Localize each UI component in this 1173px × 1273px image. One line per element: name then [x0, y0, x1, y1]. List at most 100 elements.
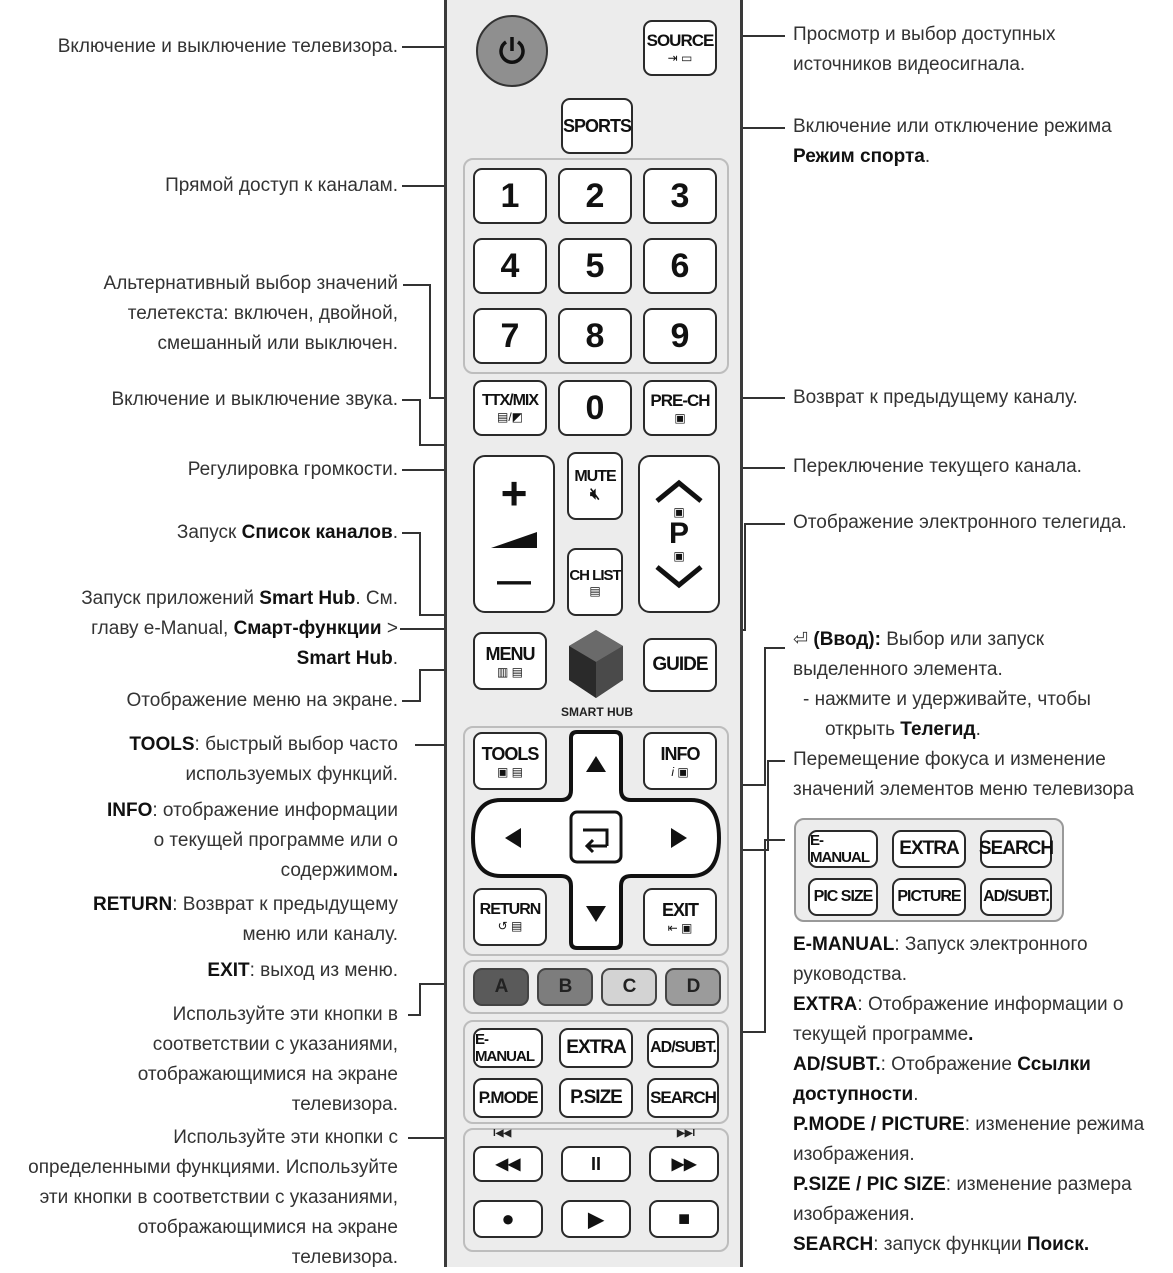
note-chlist-text: Запуск [176, 522, 242, 543]
note-enter-line: открыть Телегид. [793, 715, 1168, 745]
e-manual-button[interactable]: E-MANUAL [473, 1028, 543, 1068]
text: текущей программе [793, 1024, 969, 1045]
mute-icon: 🔇︎ [589, 486, 601, 503]
color-b-button[interactable]: B [537, 968, 593, 1006]
bold: (Ввод): [813, 629, 881, 650]
inset-e-manual-button[interactable]: E-MANUAL [808, 830, 878, 868]
color-c-button[interactable]: C [601, 968, 657, 1006]
desc-line: изображения. [793, 1144, 915, 1165]
source-icon: ⇥ ▭ [667, 51, 693, 65]
note-exit: EXIT: выход из меню. [0, 956, 398, 986]
digit-4-button[interactable]: 4 [473, 238, 547, 294]
p-size-button[interactable]: P.SIZE [559, 1078, 633, 1118]
note-return-line: меню или каналу. [242, 924, 398, 945]
bold: Поиск. [1026, 1234, 1090, 1255]
source-button[interactable]: SOURCE ⇥ ▭ [643, 20, 717, 76]
remote-control: SOURCE ⇥ ▭ SPORTS 1 2 3 4 5 6 7 8 9 TTX/… [444, 0, 743, 1267]
text: > [381, 618, 398, 639]
inset-extra-button[interactable]: EXTRA [892, 830, 966, 868]
digit-0-button[interactable]: 0 [558, 380, 632, 436]
prech-label: PRE-CH [650, 391, 710, 410]
play-button[interactable]: ▶ [561, 1200, 631, 1238]
pause-button[interactable]: II [561, 1146, 631, 1182]
color-a-button[interactable]: A [473, 968, 529, 1006]
text: : изменение режима [964, 1114, 1145, 1135]
desc-line: E-MANUAL: Запуск электронного [793, 930, 1171, 960]
channel-p-label: P [668, 517, 689, 550]
down-arrow-icon [586, 906, 606, 922]
digit-1-button[interactable]: 1 [473, 168, 547, 224]
text: главу e-Manual, [91, 618, 234, 639]
text: Выбор или запуск [880, 629, 1045, 650]
digit-9-button[interactable]: 9 [643, 308, 717, 364]
note-smarthub-line: главу e-Manual, Смарт-функции > [0, 614, 398, 644]
note-special-line: определенными функциями. Используйте [28, 1157, 398, 1178]
exit-button[interactable]: EXIT ⇤ ▣ [643, 888, 717, 946]
info-button[interactable]: INFO i ▣ [643, 732, 717, 790]
note-sports-line: Включение или отключение режима [793, 116, 1112, 137]
volume-rocker[interactable]: + — [473, 455, 555, 613]
digit-7-button[interactable]: 7 [473, 308, 547, 364]
power-icon [499, 37, 525, 64]
return-button[interactable]: RETURN ↺ ▤ [473, 888, 547, 946]
digit-6-button[interactable]: 6 [643, 238, 717, 294]
inset-pic-size-button[interactable]: PIC SIZE [808, 878, 878, 916]
note-special-line: эти кнопки в соответствии с указаниями, [39, 1187, 398, 1208]
note-tools-line: используемых функций. [185, 764, 399, 785]
ad-subt-button[interactable]: AD/SUBT. [647, 1028, 719, 1068]
note-channel: Переключение текущего канала. [793, 456, 1082, 477]
bold: Смарт-функции [233, 618, 382, 639]
bold: Телегид [900, 719, 976, 740]
p-mode-button[interactable]: P.MODE [473, 1078, 543, 1118]
digit-2-button[interactable]: 2 [558, 168, 632, 224]
ch-list-button[interactable]: CH LIST ▤ [567, 548, 623, 616]
note-ttx-line: телетекста: включен, двойной, [127, 303, 398, 324]
note-smarthub-line: Smart Hub. [0, 644, 398, 674]
power-button[interactable] [476, 15, 548, 87]
ttx-mix-button[interactable]: TTX/MIX ▤/◩ [473, 380, 547, 436]
note-smarthub-line: Запуск приложений Smart Hub. См. [0, 584, 398, 614]
left-arrow-icon [505, 828, 521, 848]
mute-button[interactable]: MUTE 🔇︎ [567, 452, 623, 520]
record-button[interactable]: ● [473, 1200, 543, 1238]
chlist-label: CH LIST [569, 566, 621, 584]
note-ttx-line: Альтернативный выбор значений [103, 273, 398, 294]
text: . [913, 1084, 919, 1105]
note-return: RETURN: Возврат к предыдущему меню или к… [0, 890, 398, 950]
search-button[interactable]: SEARCH [647, 1078, 719, 1118]
directional-pad[interactable] [471, 730, 721, 950]
extra-button[interactable]: EXTRA [559, 1028, 633, 1068]
bold: Smart Hub [296, 648, 393, 669]
note-special-line: отображающимися на экране [137, 1217, 398, 1238]
return-label: RETURN [479, 901, 542, 918]
text: открыть [825, 719, 901, 740]
guide-button[interactable]: GUIDE [643, 638, 717, 692]
info-icon: i ▣ [671, 764, 689, 779]
note-ttx-line: смешанный или выключен. [157, 333, 399, 354]
channel-back-icon: ▣ [673, 549, 685, 563]
pre-ch-button[interactable]: PRE-CH ▣ [643, 380, 717, 436]
digit-8-button[interactable]: 8 [558, 308, 632, 364]
text: : Запуск электронного [894, 934, 1088, 955]
exit-icon: ⇤ ▣ [667, 920, 693, 935]
enter-button[interactable] [569, 810, 623, 864]
tools-button[interactable]: TOOLS ▣ ▤ [473, 732, 547, 790]
channel-info-icon: ▣ [673, 505, 685, 519]
menu-button[interactable]: MENU ▥ ▤ [473, 632, 547, 690]
note-menu: Отображение меню на экране. [126, 690, 398, 711]
color-d-button[interactable]: D [665, 968, 721, 1006]
note-special-line: телевизора. [291, 1247, 398, 1268]
playback-group [463, 1128, 729, 1252]
inset-search-button[interactable]: SEARCH [979, 830, 1054, 868]
inset-picture-button[interactable]: PICTURE [892, 878, 966, 916]
stop-button[interactable]: ■ [649, 1200, 719, 1238]
digit-5-button[interactable]: 5 [558, 238, 632, 294]
inset-ad-subt-button[interactable]: AD/SUBT. [980, 878, 1052, 916]
smart-hub-button[interactable] [565, 628, 627, 704]
digit-3-button[interactable]: 3 [643, 168, 717, 224]
note-guide: Отображение электронного телегида. [793, 512, 1127, 533]
sports-button[interactable]: SPORTS [561, 98, 633, 154]
rewind-button[interactable]: ◀◀ [473, 1146, 543, 1182]
channel-rocker[interactable]: ▣ P ▣ [638, 455, 720, 613]
fast-forward-button[interactable]: ▶▶ [649, 1146, 719, 1182]
